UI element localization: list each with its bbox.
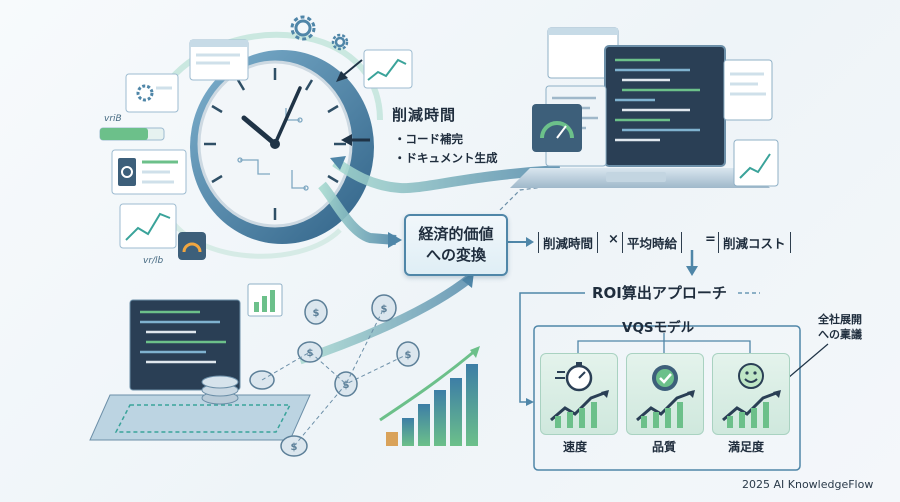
reduced-time-item-doc-generation: ・ドキュメント生成 (394, 151, 498, 165)
svg-text:$: $ (405, 350, 412, 361)
svg-text:$: $ (291, 442, 298, 453)
quality-badge-icon (636, 365, 695, 428)
svg-text:$: $ (313, 308, 320, 319)
flow-clock-to-econ (318, 181, 397, 245)
credit-footer: 2025 AI KnowledgeFlow (742, 478, 874, 491)
company-wide-proposal: 全社展開への稟議 (818, 313, 862, 341)
metric-label-quality: 品質 (652, 440, 677, 454)
svg-text:$: $ (381, 304, 388, 315)
stopwatch-icon (550, 362, 609, 428)
coin-symbol: $ $ $ $ $ $ (291, 304, 412, 453)
formula-result-reduced-cost: 削減コスト (718, 232, 791, 253)
gear-icon (290, 15, 316, 41)
connector-econ-laptop (499, 179, 601, 211)
economic-value-line1: 経済的価値 (418, 225, 494, 243)
vqs-model-title: VQSモデル (622, 320, 695, 336)
growth-bars (379, 346, 480, 446)
formula-times: × (608, 232, 619, 247)
svg-text:$: $ (343, 380, 350, 391)
metric-card-satisfaction (712, 353, 790, 435)
reduced-time-item-code-completion: ・コード補完 (394, 132, 463, 146)
progress-panel (99, 127, 165, 141)
code-window (111, 149, 187, 195)
reduced-time-title: 削減時間 (392, 106, 457, 124)
formula-equals: = (705, 232, 716, 247)
smiley-icon (722, 363, 781, 428)
decor-label-top: vriB (104, 114, 122, 124)
proposal-pointer (787, 343, 829, 379)
roi-bracket (519, 292, 585, 403)
formula-term-hourly-wage: 平均時給 (622, 232, 683, 253)
window-panel (189, 39, 249, 81)
roi-title: ROI算出アプローチ (592, 284, 727, 302)
swirl-arc-2 (162, 208, 342, 259)
metric-label-satisfaction: 満足度 (728, 440, 765, 454)
chart-window (363, 49, 413, 89)
bar-chart-window (733, 139, 779, 187)
metric-label-speed: 速度 (563, 440, 588, 454)
gear-window (125, 73, 179, 113)
gauge-icon (178, 232, 206, 260)
economic-value-line2: への変換 (425, 246, 486, 264)
metric-card-quality (626, 353, 704, 435)
decor-label-bottom: vr/lb (143, 256, 164, 266)
window-panel (723, 59, 773, 121)
bar-chart-small (247, 283, 283, 317)
flow-laptop-to-clock (332, 157, 561, 194)
economic-value-box: 経済的価値 への変換 (404, 214, 508, 276)
metric-card-speed (540, 353, 618, 435)
line-chart-window (119, 203, 177, 249)
formula-term-reduced-time: 削減時間 (538, 232, 599, 253)
code-platform (89, 299, 311, 441)
coin-path (261, 307, 385, 385)
gear-icon (331, 33, 349, 51)
svg-text:$: $ (307, 348, 314, 359)
coin-path (293, 353, 409, 447)
vqs-frame (533, 325, 801, 471)
gauge-icon (532, 104, 582, 152)
